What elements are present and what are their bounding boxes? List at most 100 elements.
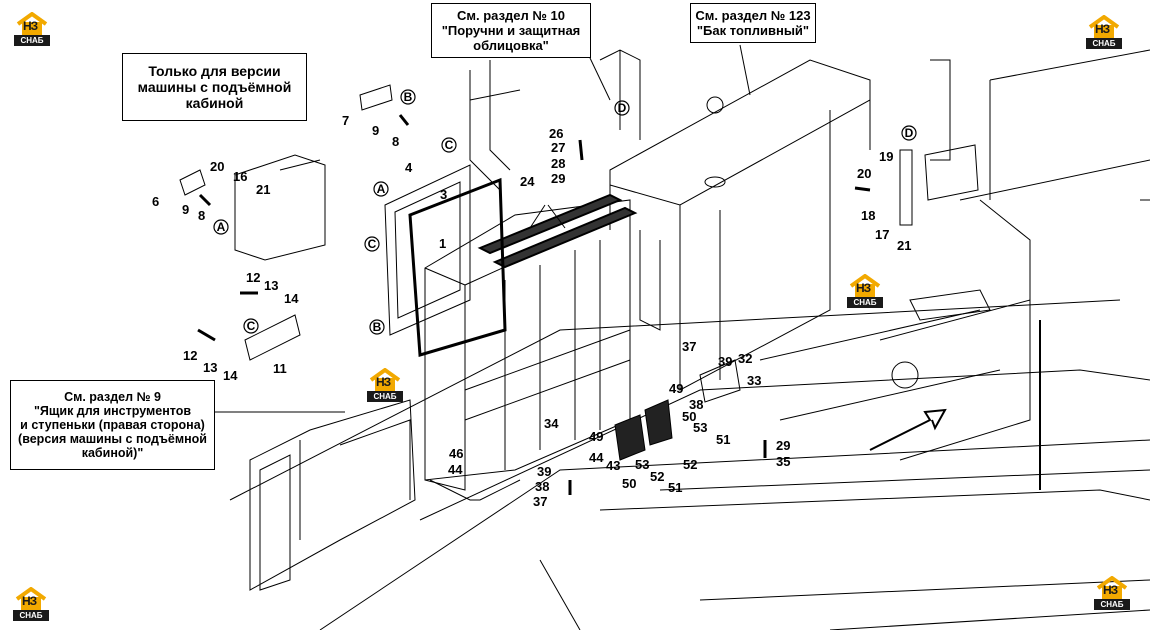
part-label: 26 [549, 126, 563, 141]
detail-marker [400, 89, 416, 105]
part-label: 50 [622, 476, 636, 491]
part-label: 14 [223, 368, 238, 383]
logo-brand: СНАБ [847, 297, 883, 308]
part-label: 38 [535, 479, 549, 494]
part-label: 27 [551, 140, 565, 155]
brand-logo: НЗ СНАБ [1086, 15, 1122, 49]
logo-mark: НЗ [856, 281, 871, 295]
part-label: 16 [233, 169, 247, 184]
detail-marker [364, 236, 380, 252]
callout-cab-version-text: Только для версии машины с подъёмной каб… [137, 63, 292, 111]
part-label: 4 [405, 160, 413, 175]
logo-brand: СНАБ [13, 610, 49, 621]
part-label: 3 [440, 187, 447, 202]
part-label: 11 [273, 361, 287, 376]
logo-mark: НЗ [1095, 22, 1110, 36]
detail-letter: C [445, 138, 454, 152]
part-label: 46 [449, 446, 463, 461]
detail-letter: B [373, 320, 382, 334]
part-label: 8 [392, 134, 399, 149]
part-label: 51 [716, 432, 730, 447]
part-label: 37 [682, 339, 696, 354]
part-label: 28 [551, 156, 565, 171]
callout-section-10: См. раздел № 10 "Поручни и защитная обли… [431, 3, 591, 58]
logo-mark: НЗ [376, 375, 391, 389]
callout-section-9-text: См. раздел № 9 "Ящик для инструментов и … [18, 390, 207, 460]
brand-logo: НЗ СНАБ [13, 587, 49, 621]
part-label: 35 [776, 454, 790, 469]
detail-letter: A [217, 220, 226, 234]
detail-marker [369, 319, 385, 335]
part-label: 8 [198, 208, 205, 223]
part-label: 43 [606, 458, 620, 473]
part-label: 18 [861, 208, 875, 223]
logo-mark: НЗ [1103, 583, 1118, 597]
part-label: 52 [650, 469, 664, 484]
part-label: 17 [875, 227, 889, 242]
logo-brand: СНАБ [14, 35, 50, 46]
part-label: 21 [256, 182, 270, 197]
part-label: 44 [448, 462, 463, 477]
part-labels: 1 3 4 6 7 8 8 9 9 11 12 12 13 13 14 14 1… [152, 113, 911, 509]
detail-letter-text: A A B B B C C C D D [217, 90, 914, 334]
part-label: 44 [589, 450, 604, 465]
part-label: 12 [183, 348, 197, 363]
detail-letter: D [618, 101, 627, 115]
detail-letter: B [404, 90, 413, 104]
part-label: 9 [182, 202, 189, 217]
detail-letters [213, 89, 917, 335]
logo-mark: НЗ [23, 19, 38, 33]
logo-brand: СНАБ [367, 391, 403, 402]
detail-marker [901, 125, 917, 141]
detail-letter: D [905, 126, 914, 140]
leader-lines [213, 44, 751, 413]
part-label: 29 [551, 171, 565, 186]
logo-mark: НЗ [22, 594, 37, 608]
part-label: 24 [520, 174, 535, 189]
detail-letter: C [247, 319, 256, 333]
detail-letter: C [368, 237, 377, 251]
part-label: 49 [589, 429, 603, 444]
callout-section-123: См. раздел № 123 "Бак топливный" [690, 3, 816, 43]
part-label: 39 [718, 354, 732, 369]
part-label: 20 [857, 166, 871, 181]
part-label: 32 [738, 351, 752, 366]
part-label: 34 [544, 416, 559, 431]
part-label: 12 [246, 270, 260, 285]
callout-section-9: См. раздел № 9 "Ящик для инструментов и … [10, 380, 215, 470]
part-label: 9 [372, 123, 379, 138]
brand-logo: НЗ СНАБ [847, 274, 883, 308]
part-label: 52 [683, 457, 697, 472]
part-label: 29 [776, 438, 790, 453]
part-label: 7 [342, 113, 349, 128]
part-label: 13 [264, 278, 278, 293]
part-label: 50 [682, 409, 696, 424]
part-label: 19 [879, 149, 893, 164]
part-label: 39 [537, 464, 551, 479]
part-label: 20 [210, 159, 224, 174]
detail-marker [441, 137, 457, 153]
detail-marker [243, 318, 259, 334]
callout-section-10-text: См. раздел № 10 "Поручни и защитная обли… [441, 8, 581, 53]
part-label: 53 [635, 457, 649, 472]
detail-marker [213, 219, 229, 235]
detail-marker [614, 100, 630, 116]
part-label: 6 [152, 194, 159, 209]
brand-logo: НЗ СНАБ [367, 368, 403, 402]
machine-frame-drawing [179, 49, 1150, 630]
part-label: 1 [439, 236, 446, 251]
callout-cab-version: Только для версии машины с подъёмной каб… [122, 53, 307, 121]
brand-logo: НЗ СНАБ [14, 12, 50, 46]
part-label: 38 [689, 397, 703, 412]
mesh-screen [477, 193, 638, 269]
brand-logo: НЗ СНАБ [1094, 576, 1130, 610]
part-label: 33 [747, 373, 761, 388]
part-label: 37 [533, 494, 547, 509]
part-label: 14 [284, 291, 299, 306]
part-label: 53 [693, 420, 707, 435]
detail-marker [373, 181, 389, 197]
detail-letter: A [377, 182, 386, 196]
callout-section-123-text: См. раздел № 123 "Бак топливный" [695, 8, 811, 38]
logo-brand: СНАБ [1094, 599, 1130, 610]
